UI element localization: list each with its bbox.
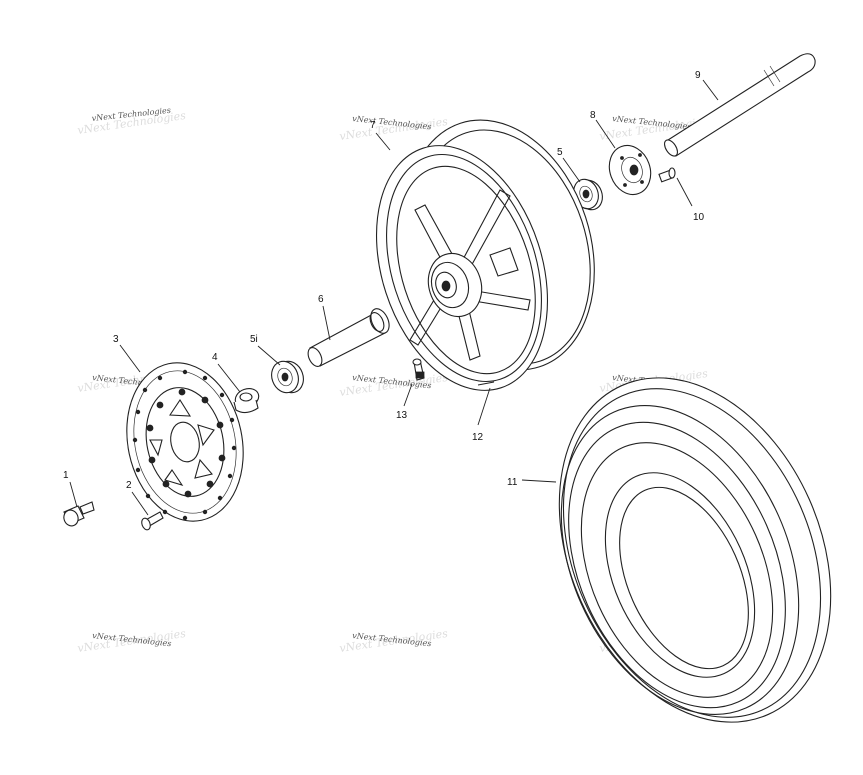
callout-5i: 5i bbox=[250, 334, 258, 345]
callout-labels: 1 2 3 4 5i 6 7 5 8 9 10 11 12 13 bbox=[63, 70, 705, 491]
callout-6: 6 bbox=[318, 294, 324, 305]
callout-13: 13 bbox=[396, 410, 408, 421]
callout-7: 7 bbox=[370, 120, 376, 131]
part-bearing-left bbox=[271, 360, 304, 394]
disc-holes bbox=[132, 369, 237, 521]
disc-rivets bbox=[146, 388, 226, 498]
part-brake-disc bbox=[126, 362, 244, 522]
part-valve bbox=[412, 358, 425, 381]
callout-8: 8 bbox=[590, 110, 596, 121]
callout-12: 12 bbox=[472, 432, 484, 443]
callout-1: 1 bbox=[63, 470, 69, 481]
part-tire bbox=[558, 377, 832, 723]
leader-lines bbox=[69, 79, 719, 516]
callout-9: 9 bbox=[695, 70, 701, 81]
part-bolt-2 bbox=[141, 511, 164, 531]
callout-5: 5 bbox=[557, 147, 563, 158]
part-collar bbox=[233, 388, 260, 414]
callout-3: 3 bbox=[113, 334, 119, 345]
part-axle bbox=[663, 53, 816, 157]
callout-2: 2 bbox=[126, 480, 132, 491]
callout-4: 4 bbox=[212, 352, 218, 363]
part-small-bolt bbox=[658, 167, 676, 183]
part-spacer-tube bbox=[307, 308, 390, 367]
callout-11: 11 bbox=[507, 477, 518, 488]
part-wheel-rim bbox=[375, 119, 595, 391]
part-spacer-plate bbox=[608, 144, 652, 196]
callout-10: 10 bbox=[693, 212, 705, 223]
part-bolt-1 bbox=[63, 501, 95, 527]
